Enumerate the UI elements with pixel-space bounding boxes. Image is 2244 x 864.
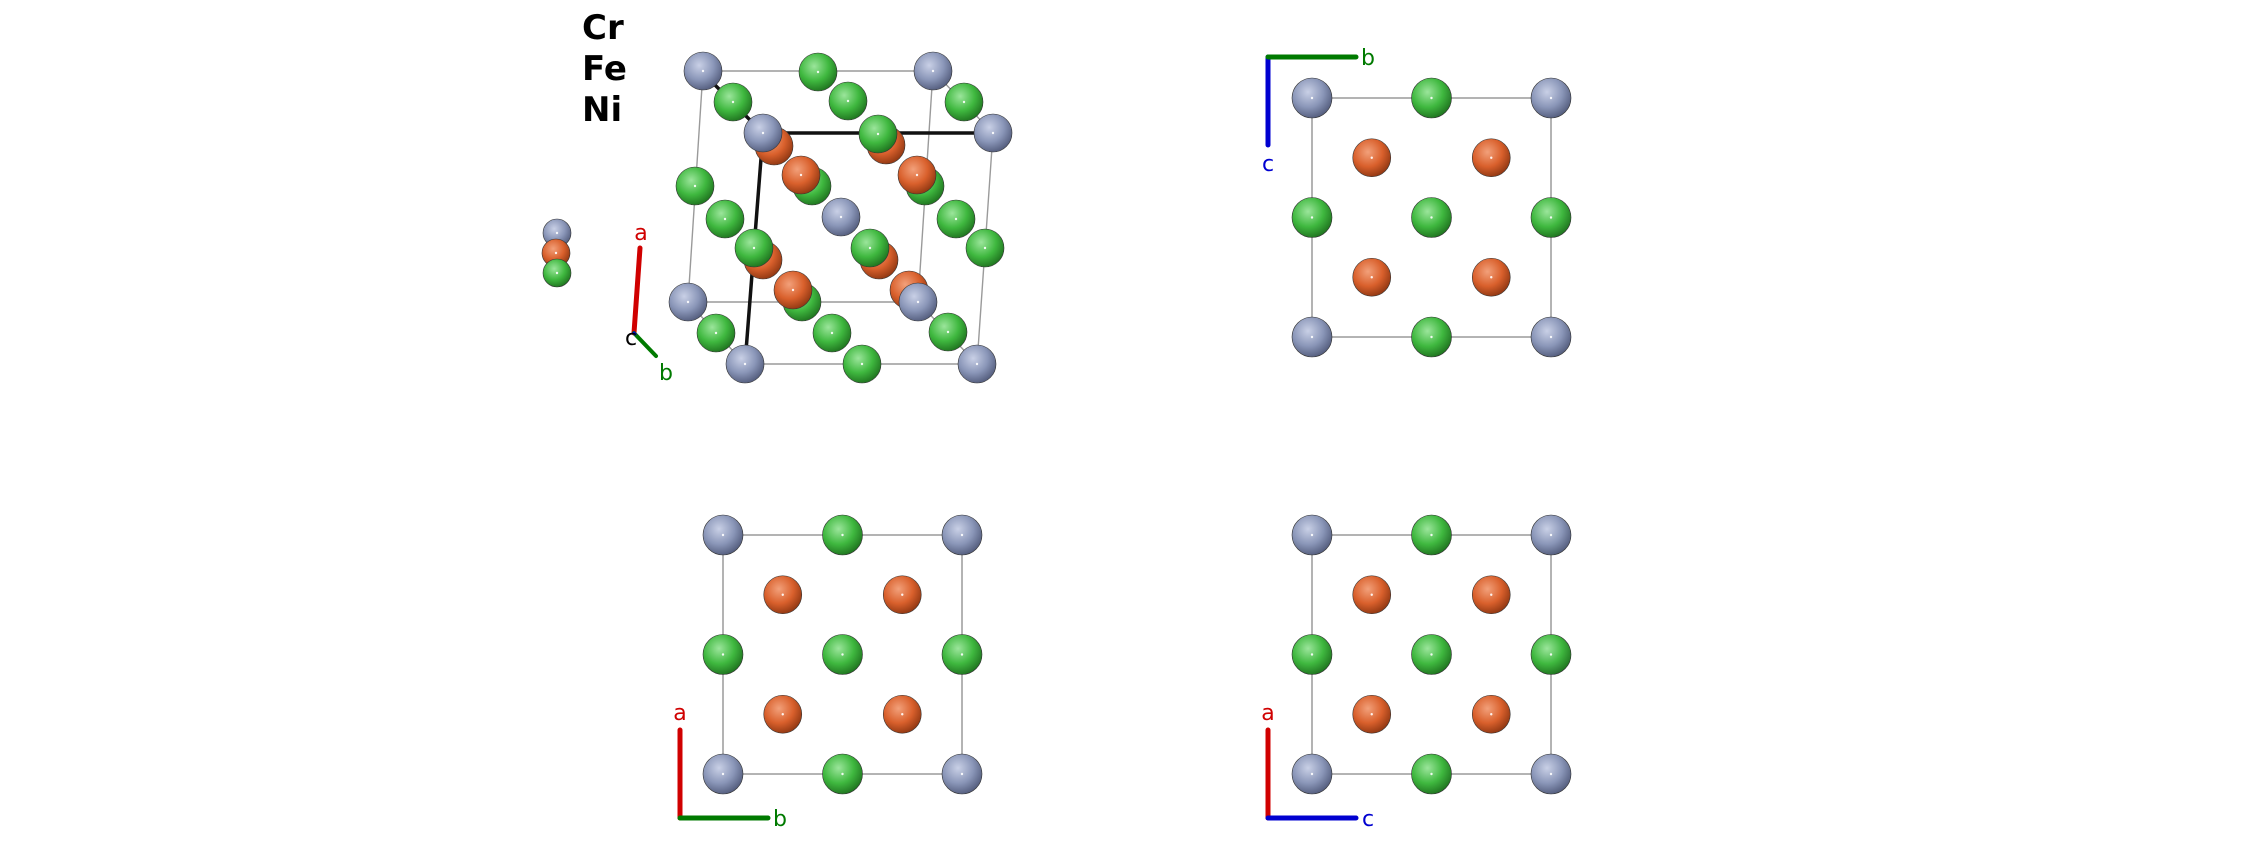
view-ab-horizontal-label: b: [773, 807, 787, 832]
perspective-a-label: a: [634, 221, 647, 246]
atom-highlight: [761, 131, 765, 135]
atom-highlight: [701, 69, 705, 73]
atom-highlight: [721, 533, 725, 537]
atom-highlight: [991, 131, 995, 135]
legend-cr: Cr: [582, 8, 624, 48]
atom-highlight: [714, 331, 718, 335]
perspective-c-axis: [632, 331, 637, 336]
atom-highlight: [1490, 593, 1493, 596]
atom-highlight: [841, 772, 844, 776]
atom-highlight: [876, 132, 880, 136]
atom-highlight: [830, 331, 834, 335]
atom-highlight: [916, 300, 920, 304]
atom-highlight: [975, 362, 979, 366]
atom-highlight: [791, 288, 795, 292]
atom-highlight: [1370, 156, 1373, 159]
atom-highlight: [960, 772, 964, 776]
atom-highlight: [1430, 533, 1433, 537]
atom-highlight: [555, 271, 559, 275]
atom-highlight: [743, 362, 747, 366]
atom-highlight: [1370, 713, 1373, 716]
atom-highlight: [841, 653, 844, 656]
atom-highlight: [839, 215, 843, 219]
atom-highlight: [1310, 533, 1314, 537]
atom-highlight: [960, 533, 964, 537]
atom-highlight: [983, 246, 987, 250]
atom-highlight: [781, 713, 784, 716]
atom-highlight: [1430, 653, 1433, 656]
atom-highlight: [555, 231, 559, 235]
atom-highlight: [554, 251, 558, 255]
atom-highlight: [686, 300, 690, 304]
view-ac-vertical-label: a: [1261, 701, 1274, 726]
atom-highlight: [1490, 156, 1493, 159]
atom-highlight: [1490, 713, 1493, 716]
atom-highlight: [1310, 772, 1314, 776]
view-ab-vertical-label: a: [673, 701, 686, 726]
atom-highlight: [931, 69, 935, 73]
atom-highlight: [1310, 335, 1314, 339]
perspective-a-axis: [631, 245, 643, 336]
atom-highlight: [841, 533, 844, 537]
atom-highlight: [954, 217, 958, 221]
atom-highlight: [901, 593, 904, 596]
atom-highlight: [1549, 653, 1553, 656]
atom-highlight: [860, 362, 864, 366]
atom-highlight: [946, 330, 950, 334]
atom-highlight: [781, 593, 784, 596]
atom-highlight: [1370, 593, 1373, 596]
atom-highlight: [1549, 772, 1553, 776]
view-bc-horizontal-label: b: [1361, 46, 1375, 71]
atom-highlight: [723, 217, 727, 221]
atom-highlight: [816, 70, 820, 74]
atom-highlight: [1430, 335, 1433, 339]
atom-highlight: [731, 100, 735, 104]
atom-highlight: [868, 246, 872, 250]
atom-highlight: [960, 653, 964, 656]
atom-highlight: [1430, 96, 1433, 100]
perspective-b-axis: [632, 331, 658, 358]
atom-highlight: [799, 173, 803, 177]
atom-highlight: [1549, 216, 1553, 219]
atom-highlight: [1549, 96, 1553, 100]
perspective-b-label: b: [659, 361, 673, 386]
atom-highlight: [1490, 276, 1493, 279]
perspective-c-label: c: [625, 326, 637, 351]
legend-fe: Fe: [582, 49, 627, 89]
atom-highlight: [1370, 276, 1373, 279]
atom-highlight: [1430, 772, 1433, 776]
atom-highlight: [1310, 96, 1314, 100]
atom-highlight: [901, 713, 904, 716]
element-legend: Cr Fe Ni: [582, 8, 627, 131]
atom-highlight: [1310, 216, 1314, 219]
atom-highlight: [846, 99, 850, 103]
view-ac-horizontal-label: c: [1362, 807, 1374, 832]
atom-highlight: [915, 173, 919, 177]
atom-highlight: [721, 772, 725, 776]
atom-highlight: [752, 246, 756, 250]
atom-highlight: [962, 100, 966, 104]
atoms: [541, 51, 1572, 795]
atom-highlight: [721, 653, 725, 656]
atom-highlight: [1549, 533, 1553, 537]
atom-highlight: [1549, 335, 1553, 339]
atom-highlight: [1430, 216, 1433, 219]
view-bc-vertical-label: c: [1262, 152, 1274, 177]
atom-highlight: [1310, 653, 1314, 656]
legend-ni: Ni: [582, 90, 623, 130]
atom-highlight: [693, 184, 697, 188]
